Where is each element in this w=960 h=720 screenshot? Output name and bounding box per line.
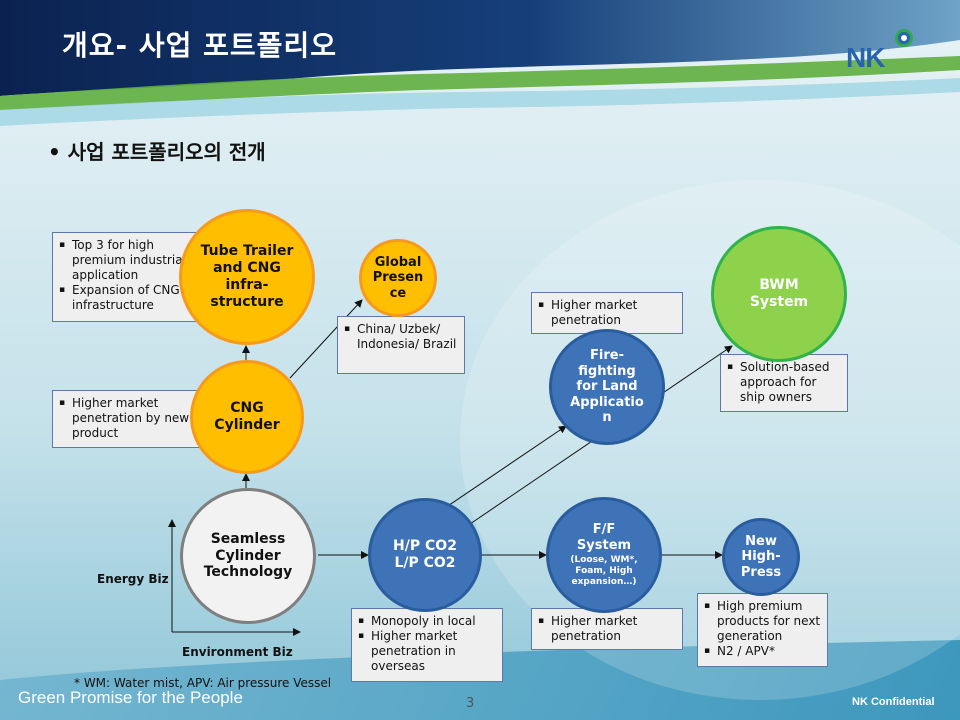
section-subtitle: • 사업 포트폴리오의 전개 [48,140,266,164]
node-seamless-cylinder: Seamless Cylinder Technology [180,488,316,624]
confidential-label: NK Confidential [852,696,935,708]
bullet-item: Solution-based approach for ship owners [727,360,843,405]
bullet-item: China/ Uzbek/ Indonesia/ Brazil [344,322,460,352]
bullet-item: Expansion of CNG infrastructure [59,283,197,313]
footer-slogan: Green Promise for the People [18,688,243,707]
info-box-ff-system: Higher market penetration [531,608,683,650]
bullet-item: Top 3 for high premium industrial applic… [59,238,197,283]
bullet-item: Higher market penetration [538,298,678,328]
info-box-cng: Higher market penetration by new product [52,390,202,448]
node-label: New High- Press [740,533,782,580]
bullet-item: High premium products for next generatio… [704,599,823,644]
node-label: Global Presen ce [372,254,424,301]
nk-logo: NK [846,24,916,74]
info-box-fire-fighting: Higher market penetration [531,292,683,334]
footnote: * WM: Water mist, APV: Air pressure Vess… [74,676,332,690]
page-title: 개요- 사업 포트폴리오 [62,29,337,62]
info-box-hp-co2: Monopoly in local Higher market penetrat… [351,608,503,682]
node-bwm-system: BWM System [711,226,847,362]
bullet-item: Higher market penetration in overseas [358,629,498,674]
node-label: H/P CO2 L/P CO2 [393,538,457,571]
node-hp-lp-co2: H/P CO2 L/P CO2 [368,498,482,612]
node-label: F/F System [576,522,632,553]
info-box-bwm: Solution-based approach for ship owners [720,354,848,412]
node-cng-cylinder: CNG Cylinder [190,360,304,474]
node-label: BWM System [749,277,809,310]
node-tube-trailer: Tube Trailer and CNG infra- structure [179,209,315,345]
page-number: 3 [466,696,475,711]
logo-swirl-icon [895,29,913,47]
node-label: Fire- fighting for Land Applicatio n [570,348,644,426]
node-fire-fighting: Fire- fighting for Land Applicatio n [549,329,665,445]
bullet-item: Higher market penetration [538,614,678,644]
bullet-item: Higher market penetration by new product [59,396,197,441]
y-axis-label: Energy Biz [97,572,169,586]
node-ff-system: F/F System (Loose, WM*, Foam, High expan… [546,497,662,613]
node-global-presence: Global Presen ce [359,239,437,317]
x-axis-label: Environment Biz [182,645,293,659]
node-new-high-press: New High- Press [722,518,800,596]
node-sublabel: (Loose, WM*, Foam, High expansion…) [570,555,638,587]
bullet-item: Monopoly in local [358,614,498,629]
info-box-global: China/ Uzbek/ Indonesia/ Brazil [337,316,465,374]
node-label: Tube Trailer and CNG infra- structure [200,243,294,310]
node-label: CNG Cylinder [214,400,280,433]
info-box-new-high-press: High premium products for next generatio… [697,593,828,667]
node-label: Seamless Cylinder Technology [203,530,293,581]
logo-text: NK [846,42,885,73]
info-box-tube-trailer: Top 3 for high premium industrial applic… [52,232,202,322]
bullet-item: N2 / APV* [704,644,823,659]
